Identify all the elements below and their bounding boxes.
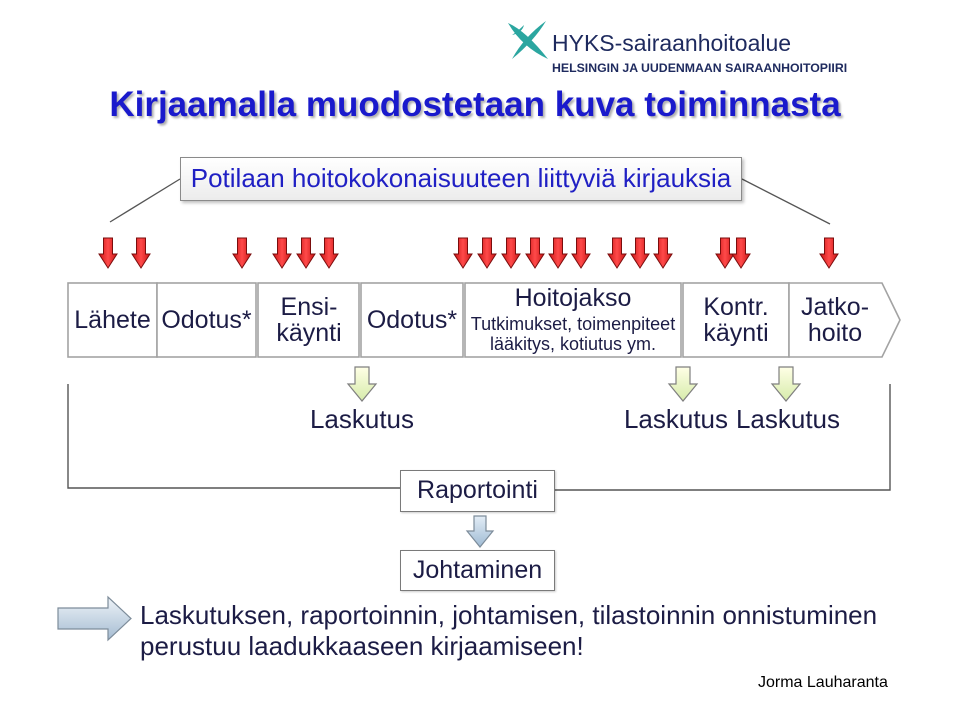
billing-label: Laskutus bbox=[623, 404, 729, 434]
records-box: Potilaan hoitokokonaisuuteen liittyviä k… bbox=[180, 157, 742, 201]
connector-line-right bbox=[741, 178, 831, 225]
label-line: Jatko- bbox=[800, 293, 870, 321]
record-marker-arrow bbox=[296, 237, 316, 269]
record-marker-arrow bbox=[501, 237, 521, 269]
record-marker-arrow bbox=[525, 237, 545, 269]
record-marker-arrow bbox=[630, 237, 650, 269]
record-marker-arrow bbox=[232, 237, 252, 269]
process-step-odotus-2 bbox=[360, 282, 464, 358]
billing-label: Laskutus bbox=[735, 404, 841, 434]
records-box-label: Potilaan hoitokokonaisuuteen liittyviä k… bbox=[190, 163, 732, 193]
record-marker-arrow bbox=[477, 237, 497, 269]
billing-arrow bbox=[667, 366, 699, 402]
process-step-jatkohoito bbox=[788, 282, 901, 358]
management-label: Johtaminen bbox=[412, 556, 543, 584]
record-marker-arrow bbox=[715, 237, 735, 269]
hyks-logo-icon bbox=[508, 21, 548, 59]
billing-arrow bbox=[770, 366, 802, 402]
record-marker-arrow bbox=[653, 237, 673, 269]
record-marker-arrow bbox=[731, 237, 751, 269]
record-marker-arrow bbox=[571, 237, 591, 269]
process-step-label: Odotus* bbox=[366, 306, 458, 334]
record-marker-arrow bbox=[819, 237, 839, 269]
label-line: Ensi- bbox=[280, 293, 338, 321]
label-line: käynti bbox=[703, 319, 769, 347]
hoitojakso-detail: Tutkimukset, toimenpiteet bbox=[470, 314, 676, 334]
process-step-label: Lähete bbox=[74, 306, 151, 334]
process-step-hoitojakso bbox=[464, 282, 682, 358]
billing-arrow bbox=[346, 366, 378, 402]
logo-name: HYKS-sairaanhoitoalue bbox=[552, 30, 792, 56]
hoitojakso-title: Hoitojakso bbox=[514, 284, 632, 312]
record-marker-arrow bbox=[548, 237, 568, 269]
bracket-line-left bbox=[67, 384, 400, 489]
record-marker-arrow bbox=[131, 237, 151, 269]
process-step-lahete bbox=[67, 282, 158, 358]
label-line: hoito bbox=[807, 319, 863, 347]
hoitojakso-detail: lääkitys, kotiutus ym. bbox=[489, 334, 657, 354]
record-marker-arrow bbox=[453, 237, 473, 269]
reporting-box: Raportointi bbox=[400, 470, 555, 512]
reporting-to-management-arrow bbox=[465, 515, 495, 548]
process-step-kontrollikaynti bbox=[682, 282, 790, 358]
process-step-ensikaynti bbox=[257, 282, 360, 358]
conclusion-arrow bbox=[57, 595, 132, 642]
connector-line-left bbox=[109, 178, 181, 223]
reporting-label: Raportointi bbox=[417, 476, 538, 504]
management-box: Johtaminen bbox=[400, 550, 555, 591]
slide-title: Kirjaamalla muodostetaan kuva toiminnast… bbox=[109, 85, 841, 124]
process-chevron bbox=[67, 282, 901, 358]
process-step-odotus-1 bbox=[156, 282, 257, 358]
record-marker-arrow bbox=[98, 237, 118, 269]
bracket-line-right bbox=[555, 384, 891, 491]
record-marker-arrow bbox=[607, 237, 627, 269]
process-step-label: Odotus* bbox=[161, 306, 252, 334]
billing-label: Laskutus bbox=[309, 404, 415, 434]
conclusion-text: Laskutuksen, raportoinnin, johtamisen, t… bbox=[140, 600, 877, 662]
label-line: Kontr. bbox=[703, 293, 769, 321]
author: Jorma Lauharanta bbox=[758, 674, 888, 691]
conclusion-line: Laskutuksen, raportoinnin, johtamisen, t… bbox=[140, 600, 878, 630]
billing-arrows bbox=[346, 366, 802, 402]
conclusion-line: perustuu laadukkaaseen kirjaamiseen! bbox=[140, 631, 584, 661]
record-marker-arrow bbox=[272, 237, 292, 269]
label-line: käynti bbox=[276, 319, 342, 347]
record-marker-arrow bbox=[319, 237, 339, 269]
record-markers bbox=[98, 237, 839, 269]
logo-subtitle: HELSINGIN JA UUDENMAAN SAIRAANHOITOPIIRI bbox=[552, 61, 848, 75]
